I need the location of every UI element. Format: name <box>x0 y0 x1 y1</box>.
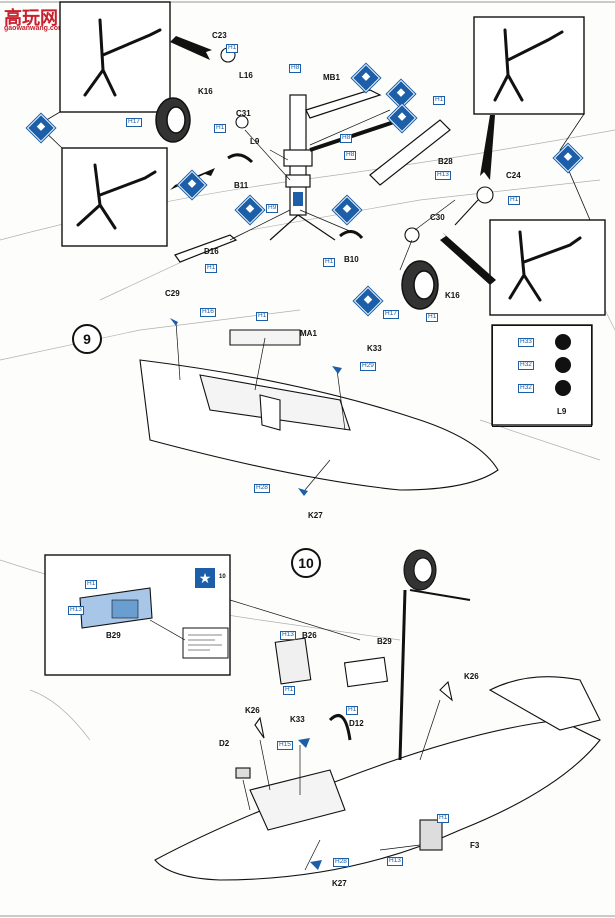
part-k16-label-b: K16 <box>445 291 460 300</box>
part-d12-label: D12 <box>349 719 364 728</box>
part-k16-label-a: K16 <box>198 87 213 96</box>
l9-detail-box <box>492 325 592 427</box>
part-c30-label: C30 <box>430 213 445 222</box>
step-number-9: 9 <box>72 324 102 354</box>
color-callout-h1-a: H1 <box>85 580 98 589</box>
part-b29-label-b: B29 <box>377 637 392 646</box>
color-callout-h1-a: H1 <box>226 44 239 53</box>
color-callout-h8-b: H8 <box>340 134 353 143</box>
part-l9-label: L9 <box>250 137 260 146</box>
part-b26-label: B26 <box>302 631 317 640</box>
color-callout-h8-c: H8 <box>344 151 357 160</box>
decal-number: 10 <box>219 574 226 580</box>
color-callout-h1-b: H1 <box>214 124 227 133</box>
color-callout-h1-c: H1 <box>433 96 446 105</box>
l9-callout-b: H32 <box>518 361 534 370</box>
color-callout-h1-d: H1 <box>508 196 521 205</box>
color-callout-h9: H9 <box>266 204 279 213</box>
part-f3-label: F3 <box>470 841 480 850</box>
color-callout-h28: H28 <box>333 858 349 867</box>
step-number-10: 10 <box>291 548 321 578</box>
color-callout-h1-f: H1 <box>323 258 336 267</box>
part-b28-label: B28 <box>438 157 453 166</box>
part-c31-label: C31 <box>236 109 251 118</box>
part-c24-label: C24 <box>506 171 521 180</box>
part-k27-label: K27 <box>308 511 323 520</box>
l9-box-title: L9 <box>557 407 567 416</box>
color-callout-h1: H1 <box>256 312 269 321</box>
watermark-url: gaowanwang.com <box>4 25 65 32</box>
part-l16-label: L16 <box>239 71 253 80</box>
watermark-logo: 高玩网 <box>4 8 58 28</box>
part-k26-label-a: K26 <box>464 672 479 681</box>
part-mb1-label: MB1 <box>323 73 340 82</box>
l9-callout-c: H32 <box>518 384 534 393</box>
part-b29-label-a: B29 <box>106 631 121 640</box>
part-k27-label: K27 <box>332 879 347 888</box>
color-callout-h29: H29 <box>360 362 376 371</box>
color-callout-h13-a: H13 <box>68 606 84 615</box>
color-callout-h13-b: H13 <box>280 631 296 640</box>
part-d2-label: D2 <box>219 739 230 748</box>
color-callout-h1-e: H1 <box>205 264 218 273</box>
color-callout-h8-a: H8 <box>289 64 302 73</box>
color-callout-h1-b: H1 <box>283 686 296 695</box>
part-b10-label: B10 <box>344 255 359 264</box>
part-b11-label: B11 <box>234 181 249 190</box>
part-d16-label: D16 <box>204 247 219 256</box>
l9-callout-a: H33 <box>518 338 534 347</box>
color-callout-h13-c: H13 <box>387 857 403 866</box>
part-k33-label: K33 <box>367 344 382 353</box>
color-callout-h1-d: H1 <box>437 814 450 823</box>
color-callout-h15: H15 <box>277 741 293 750</box>
color-callout-h16: H16 <box>200 308 216 317</box>
part-c23-label: C23 <box>212 31 227 40</box>
part-c29-label: C29 <box>165 289 180 298</box>
color-callout-h17-a: H17 <box>126 118 142 127</box>
star-decal-icon: ★ <box>195 568 215 588</box>
color-callout-h17-b: H17 <box>383 310 399 319</box>
color-callout-h28: H28 <box>254 484 270 493</box>
part-ma1-label: MA1 <box>300 329 317 338</box>
color-callout-h1-c: H1 <box>346 706 359 715</box>
color-callout-h1-g: H1 <box>426 313 439 322</box>
color-callout-h13: H13 <box>435 171 451 180</box>
part-k33-label: K33 <box>290 715 305 724</box>
part-k26-label-b: K26 <box>245 706 260 715</box>
